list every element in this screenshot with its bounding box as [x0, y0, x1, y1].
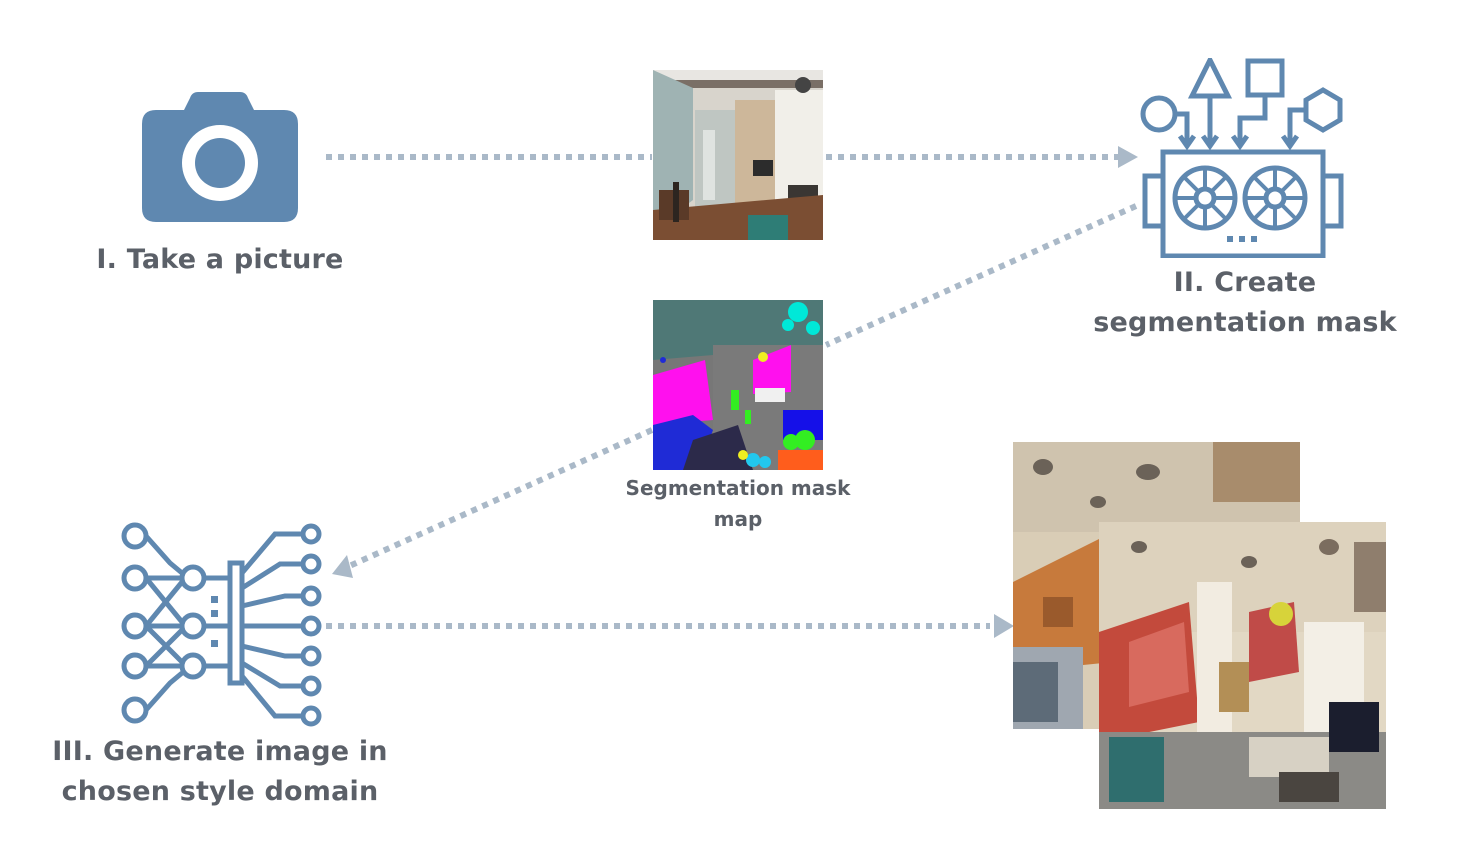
arrowhead-output [994, 614, 1014, 638]
arrowhead-network [332, 555, 353, 578]
arrow-machine-to-mask [824, 203, 1138, 348]
step-label-generate-line1: III. Generate image in [52, 736, 388, 767]
mask-caption-line2: map [713, 507, 763, 531]
arrowhead-machine [1118, 146, 1138, 168]
mask-caption-line1: Segmentation mask [625, 476, 851, 500]
step-label-create-mask-line2: segmentation mask [1093, 307, 1397, 338]
step-label-generate: III. Generate image in chosen style doma… [40, 732, 400, 812]
step-label-create-mask-line1: II. Create [1173, 267, 1317, 298]
step-label-generate-line2: chosen style domain [61, 776, 379, 807]
generated-image-front [1099, 522, 1386, 809]
step-label-create-mask: II. Create segmentation mask [1080, 263, 1410, 343]
step-label-take-picture: I. Take a picture [96, 244, 344, 275]
arrow-mask-to-network [343, 427, 654, 571]
interior-photo [653, 70, 823, 240]
mask-caption: Segmentation mask map [608, 473, 868, 535]
segmentation-machine-icon [1140, 58, 1344, 258]
segmentation-mask-image [653, 300, 823, 470]
camera-icon [142, 92, 298, 222]
neural-network-icon [121, 522, 322, 727]
